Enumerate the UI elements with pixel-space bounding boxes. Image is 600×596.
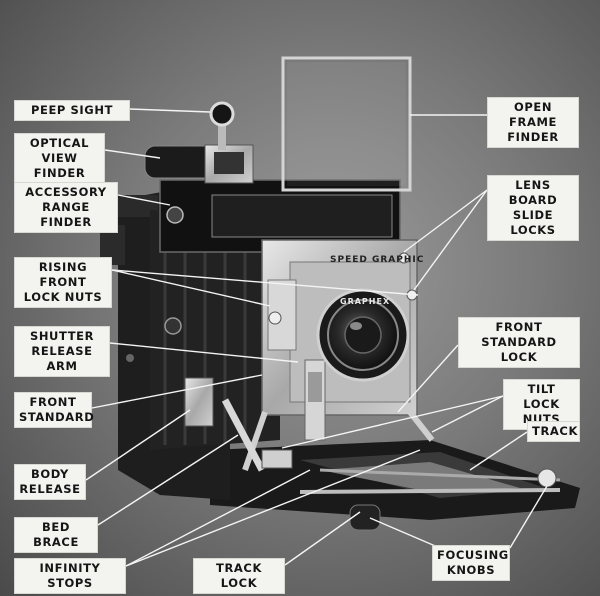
leader-lens-board-slide-locks-b — [413, 189, 488, 291]
leader-rising-front-lock-nuts-b — [111, 269, 419, 296]
label-focusing-knobs: FOCUSING KNOBS — [432, 545, 510, 581]
label-lens-board-slide-locks: LENS BOARD SLIDE LOCKS — [487, 175, 579, 241]
leader-front-standard — [91, 374, 263, 409]
label-infinity-stops: INFINITY STOPS — [14, 558, 126, 594]
label-track-lock: TRACK LOCK — [193, 558, 285, 594]
leader-lines — [85, 108, 548, 567]
leader-infinity-stops-a — [125, 469, 311, 567]
label-front-standard-lock: FRONT STANDARD LOCK — [458, 317, 580, 368]
label-optical-view-finder: OPTICAL VIEW FINDER — [14, 133, 105, 184]
leader-lens-board-slide-locks-a — [403, 189, 488, 253]
leader-front-standard-lock — [397, 344, 459, 413]
focusing-knobs — [261, 449, 557, 531]
leader-infinity-stops-b — [125, 449, 421, 567]
lens: GRAPHEX — [316, 288, 410, 382]
leader-peep-sight — [129, 108, 211, 113]
leader-focusing-knobs-a — [369, 517, 441, 549]
leader-track-lock — [284, 511, 361, 566]
leader-bed-brace — [97, 434, 239, 526]
label-rising-front-lock-nuts: RISING FRONT LOCK NUTS — [14, 257, 112, 308]
view-finder-assembly — [144, 101, 254, 184]
label-open-frame-finder: OPEN FRAME FINDER — [487, 97, 579, 148]
leader-focusing-knobs-b — [509, 485, 548, 549]
leader-body-release — [85, 409, 191, 481]
label-accessory-range-finder: ACCESSORY RANGE FINDER — [14, 182, 118, 233]
label-front-standard: FRONT STANDARD — [14, 392, 94, 428]
lens-brand-text: GRAPHEX — [340, 297, 390, 306]
label-bed-brace: BED BRACE — [14, 517, 98, 553]
leader-tilt-lock-nuts-b — [431, 395, 504, 433]
leader-track — [469, 431, 528, 471]
label-peep-sight: PEEP SIGHT — [14, 100, 130, 121]
open-frame-finder — [281, 56, 412, 192]
label-body-release: BODY RELEASE — [14, 464, 86, 500]
leader-optical-view-finder — [104, 149, 161, 159]
nameplate-text: SPEED GRAPHIC — [330, 255, 424, 265]
label-track: TRACK — [527, 421, 580, 442]
label-shutter-release-arm: SHUTTER RELEASE ARM — [14, 326, 110, 377]
leader-accessory-range-finder — [117, 194, 171, 206]
leader-tilt-lock-nuts-a — [281, 395, 504, 449]
leader-shutter-release-arm — [109, 342, 299, 363]
leader-rising-front-lock-nuts-a — [111, 269, 271, 307]
